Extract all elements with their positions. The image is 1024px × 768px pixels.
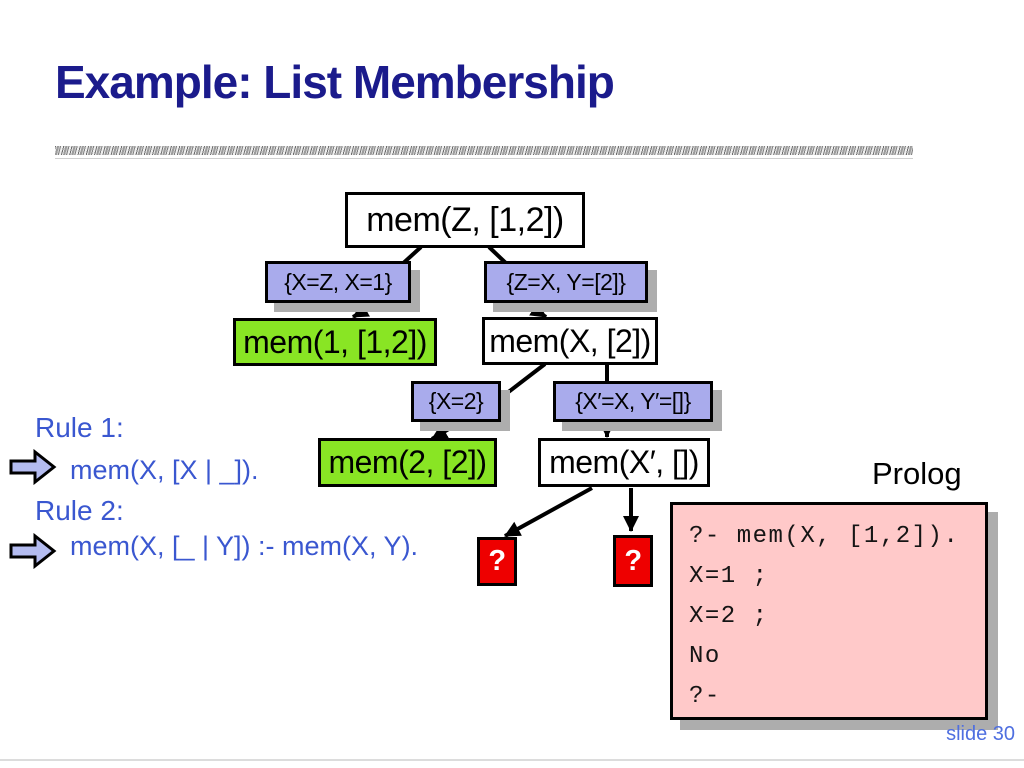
tree-subst-x2: {X=2}	[411, 381, 501, 422]
tree-node-success-2: mem(2, [2])	[318, 438, 497, 487]
tree-subst-left: {X=Z, X=1}	[265, 261, 411, 303]
rule2-body: mem(X, [_ | Y]) :- mem(X, Y).	[70, 531, 419, 561]
title-divider	[55, 146, 913, 155]
tree-node-fail-right: ?	[613, 535, 653, 587]
prolog-line: ?- mem(X, [1,2]).	[689, 523, 960, 550]
prolog-line: ?-	[689, 683, 721, 710]
tree-node-fail-left: ?	[477, 537, 517, 586]
slide-title: Example: List Membership	[55, 56, 615, 108]
tree-subst-xprime: {X′=X, Y′=[]}	[553, 381, 713, 422]
rule2-block-arrow-icon	[9, 533, 57, 569]
rule1-label: Rule 1:	[35, 412, 124, 443]
prolog-console-box: ?- mem(X, [1,2]). X=1 ; X=2 ; No ?-	[670, 502, 988, 720]
prolog-line: X=2 ;	[689, 603, 769, 630]
slide-number: slide 30	[946, 723, 1015, 745]
rule1-body: mem(X, [X | _]).	[70, 455, 259, 485]
rule2-label: Rule 2:	[35, 495, 124, 526]
tree-subst-right: {Z=X, Y=[2]}	[484, 261, 648, 303]
prolog-line: No	[689, 643, 721, 670]
tree-node-root: mem(Z, [1,2])	[345, 192, 585, 248]
prolog-line: X=1 ;	[689, 563, 769, 590]
tree-node-empty: mem(X′, [])	[538, 438, 710, 487]
prolog-label: Prolog	[872, 456, 962, 491]
bottom-divider	[0, 759, 1024, 761]
rule1-block-arrow-icon	[9, 449, 57, 485]
tree-node-success-1: mem(1, [1,2])	[233, 318, 437, 366]
tree-node-mid: mem(X, [2])	[482, 317, 658, 365]
title-divider-underline	[55, 158, 913, 159]
